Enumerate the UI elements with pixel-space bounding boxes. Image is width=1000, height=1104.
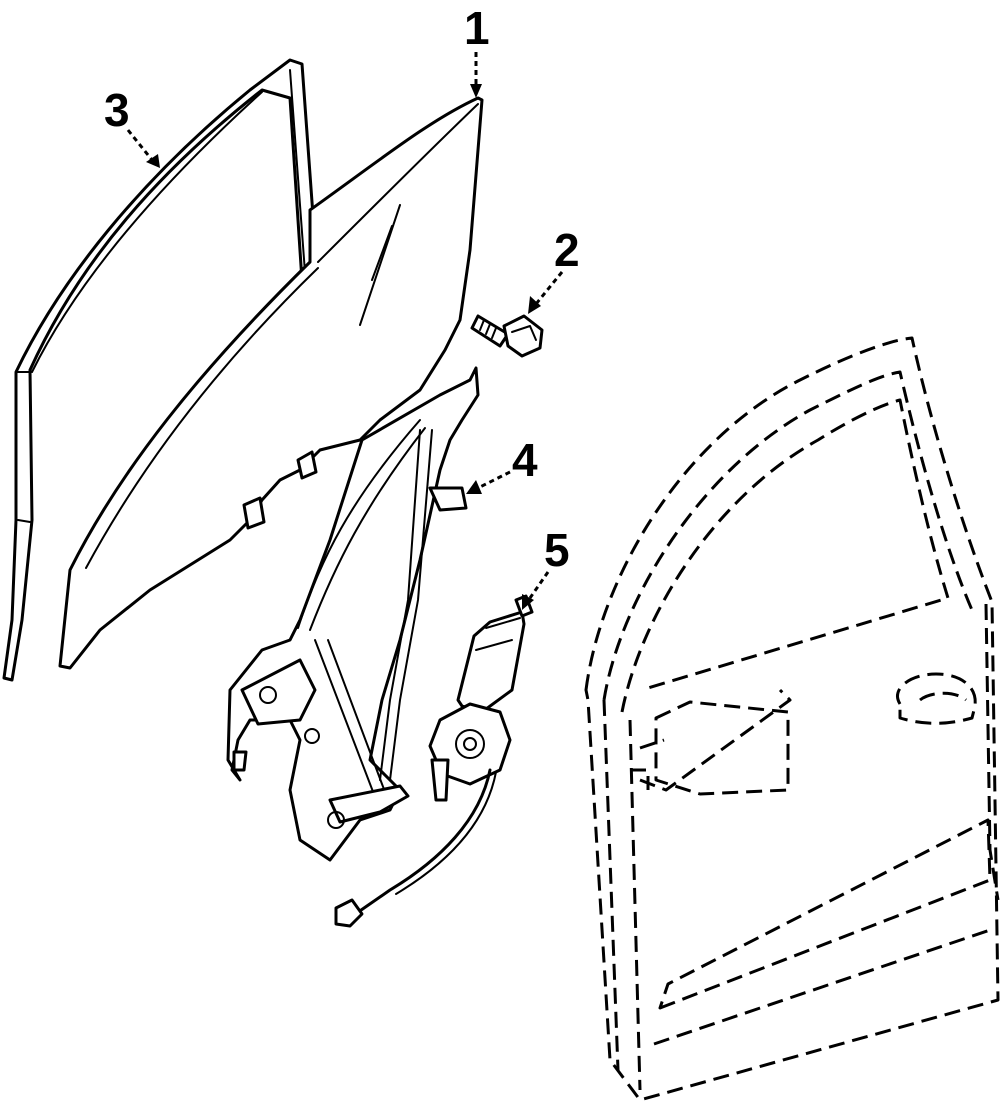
arrowhead-2: [528, 296, 541, 314]
door-shell: [584, 336, 1000, 1102]
leader-4: [477, 470, 511, 490]
arrowhead-1: [470, 84, 482, 98]
callout-4: 4: [512, 434, 538, 486]
callout-3: 3: [104, 84, 130, 136]
regulator-motor: [334, 594, 534, 928]
door-glass: [58, 96, 484, 670]
leader-3: [126, 129, 154, 161]
callout-1: 1: [464, 2, 490, 54]
arrowhead-4: [466, 480, 482, 494]
window-regulator: [226, 366, 480, 862]
callout-5: 5: [544, 524, 570, 576]
callout-2: 2: [554, 224, 580, 276]
run-channel: [2, 58, 324, 682]
bolt: [470, 314, 544, 358]
arrowhead-3: [146, 154, 160, 168]
leader-2: [534, 271, 564, 305]
arrowhead-5: [522, 594, 534, 610]
callout-labels: 1 2 3 4 5: [104, 2, 580, 576]
callout-leaders: [126, 52, 564, 610]
